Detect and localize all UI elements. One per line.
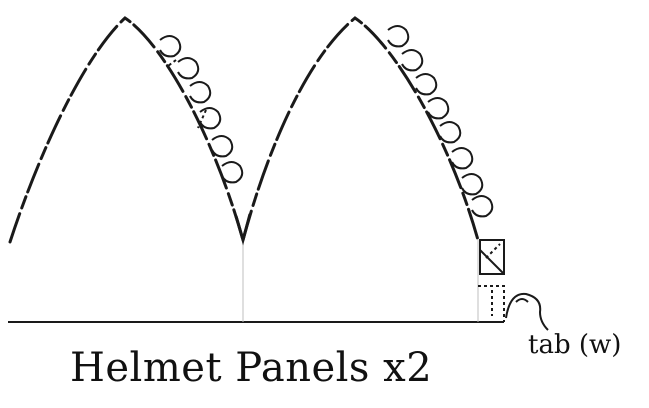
left-panel-loops <box>159 35 244 184</box>
loop <box>427 97 450 120</box>
loop <box>461 173 484 196</box>
loop <box>387 25 410 48</box>
loop <box>177 57 200 80</box>
tab-curl <box>505 292 549 331</box>
tab-label: tab (w) <box>528 330 622 360</box>
left-helmet-panel <box>8 16 245 244</box>
loop <box>451 147 474 170</box>
loop <box>415 73 438 96</box>
diagram-caption: Helmet Panels x2 <box>70 345 433 391</box>
tab-upper-box <box>479 239 505 275</box>
right-helmet-panel <box>241 16 480 242</box>
loop <box>211 135 234 158</box>
tab-lower-box <box>478 285 505 322</box>
right-panel-loops <box>387 25 494 218</box>
loop <box>401 49 424 72</box>
loop <box>221 161 244 184</box>
loop <box>199 107 222 130</box>
loop <box>471 195 494 218</box>
loop <box>189 81 212 104</box>
loop <box>159 35 182 58</box>
tab-shape <box>478 239 549 331</box>
loop <box>439 121 462 144</box>
